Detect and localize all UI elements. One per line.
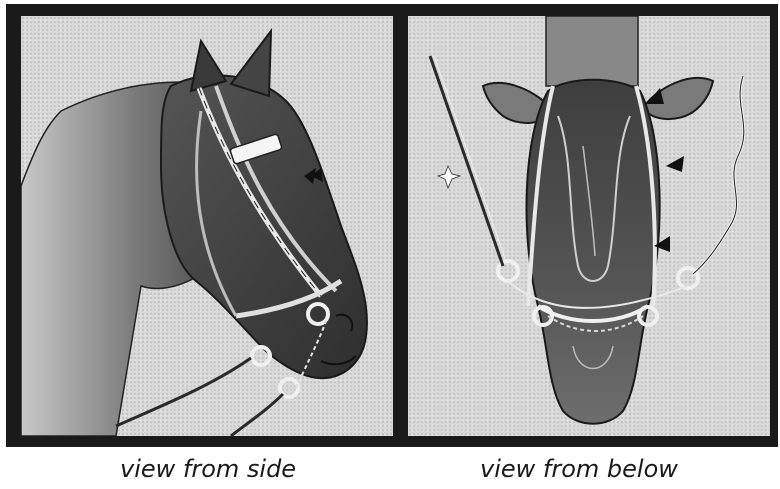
horse-head: [161, 75, 367, 378]
side-view-illustration: [21, 16, 393, 436]
below-view-panel: [408, 16, 770, 436]
below-view-illustration: [408, 16, 770, 436]
caption-below-view: view from below: [480, 455, 678, 483]
rein-lower: [231, 394, 283, 436]
horse-ear-front: [231, 31, 271, 96]
caption-side-view: view from side: [120, 455, 296, 483]
arrow-marker-2: [666, 156, 684, 172]
neck-column: [546, 16, 638, 86]
bit-ring-lower: [252, 347, 270, 365]
side-view-panel: [21, 16, 393, 436]
horse-ear-back: [191, 41, 226, 91]
sparkle-mark: [438, 166, 460, 188]
rein-upper: [116, 358, 251, 426]
head-underside: [527, 80, 660, 424]
figure-frame: [6, 4, 778, 447]
